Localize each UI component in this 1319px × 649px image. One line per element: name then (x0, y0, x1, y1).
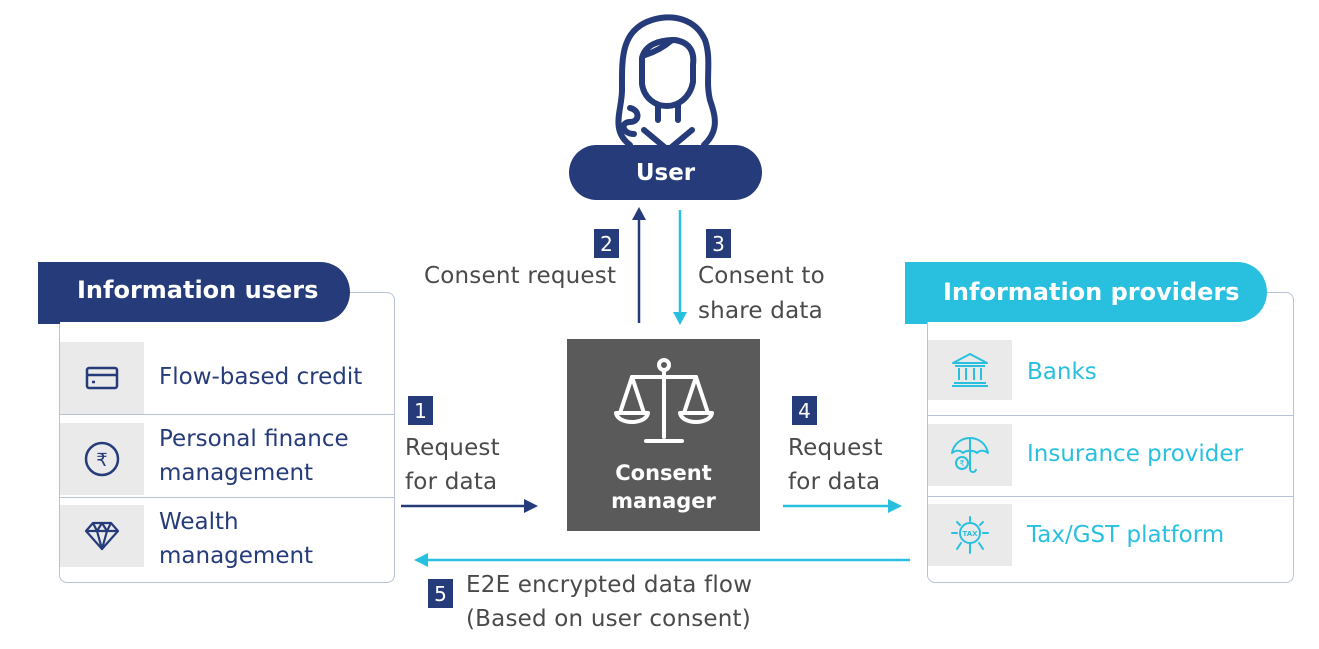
information-providers-panel: Banks ₹ Insurance provider (927, 292, 1294, 583)
step-2-label: Consent request (424, 263, 617, 289)
info-user-item-2-line2: management (159, 460, 314, 486)
icon-box: TAX (928, 504, 1012, 566)
icon-box: ₹ (928, 424, 1012, 486)
info-user-item-3-line2: management (159, 543, 314, 569)
rupee-icon: ₹ (84, 441, 120, 477)
info-user-item-3-line1: Wealth (159, 509, 239, 535)
svg-text:TAX: TAX (962, 530, 978, 538)
step-3-label-line2: share data (698, 298, 823, 324)
step-1-badge: 1 (408, 396, 433, 425)
information-providers-title: Information providers (943, 278, 1240, 306)
information-users-header-shape (38, 262, 350, 324)
arrow-up-icon (632, 207, 646, 220)
step-1-label-line2: for data (405, 469, 498, 495)
tax-icon: TAX (951, 516, 989, 554)
credit-card-icon (85, 366, 119, 390)
consent-manager-line1: Consent (615, 461, 712, 485)
icon-box: ₹ (60, 423, 144, 495)
step-5-label-line1: E2E encrypted data flow (466, 572, 753, 598)
umbrella-icon: ₹ (951, 437, 989, 473)
diamond-icon (84, 521, 120, 551)
step-5-label-line2: (Based on user consent) (466, 606, 751, 632)
icon-box (60, 505, 144, 567)
icon-box (60, 342, 144, 414)
step-3-badge: 3 (706, 229, 731, 258)
step-4-label-line2: for data (788, 469, 881, 495)
divider (928, 496, 1293, 497)
information-providers-header-shape (905, 262, 1267, 324)
scales-icon (614, 358, 714, 443)
step-4-label-line1: Request (788, 435, 883, 461)
step-4-badge: 4 (792, 396, 817, 425)
svg-text:₹: ₹ (959, 459, 964, 468)
information-users-panel: Flow-based credit ₹ Personal finance man… (59, 292, 395, 583)
information-users-title: Information users (77, 276, 319, 304)
divider (60, 414, 394, 415)
step-5-badge: 5 (428, 579, 453, 608)
icon-box (928, 340, 1012, 400)
step-2-badge: 2 (594, 229, 619, 258)
info-user-item-2-line1: Personal finance (159, 426, 349, 452)
info-provider-item-3: Tax/GST platform (1027, 522, 1225, 548)
divider (60, 497, 394, 498)
consent-manager-box: Consent manager (567, 339, 760, 531)
arrow-right-icon (888, 499, 902, 513)
step-1-label-line1: Request (405, 435, 500, 461)
user-pill: User (569, 145, 762, 200)
info-provider-item-2: Insurance provider (1027, 441, 1243, 467)
bank-icon (952, 353, 988, 387)
arrow-down-icon (673, 312, 687, 325)
step-3-label-line1: Consent to (698, 263, 825, 289)
svg-text:₹: ₹ (96, 450, 107, 471)
arrow-left-icon (414, 553, 428, 567)
consent-manager-line2: manager (611, 489, 716, 513)
divider (928, 415, 1293, 416)
arrow-right-icon (524, 499, 538, 513)
info-user-item-1: Flow-based credit (159, 364, 363, 390)
info-provider-item-1: Banks (1027, 359, 1097, 385)
